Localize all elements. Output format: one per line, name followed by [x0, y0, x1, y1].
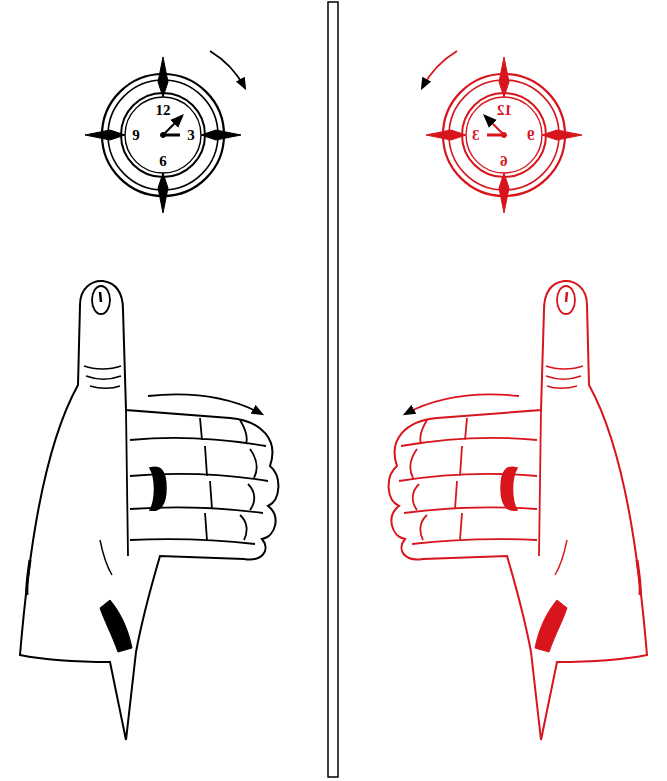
- clock-number: 3: [471, 128, 481, 143]
- clock-number: 3: [186, 128, 196, 143]
- clock-number: 12: [496, 103, 513, 118]
- clock-number: 6: [499, 154, 509, 169]
- clock-and-hand: [20, 51, 278, 740]
- clock-number: 6: [158, 154, 168, 169]
- mirrored-clock-and-hand: [389, 51, 647, 740]
- clock-number: 12: [155, 103, 172, 118]
- mirror-bar: [328, 2, 338, 777]
- clock-number: 9: [131, 128, 141, 143]
- clock-number: 9: [526, 128, 536, 143]
